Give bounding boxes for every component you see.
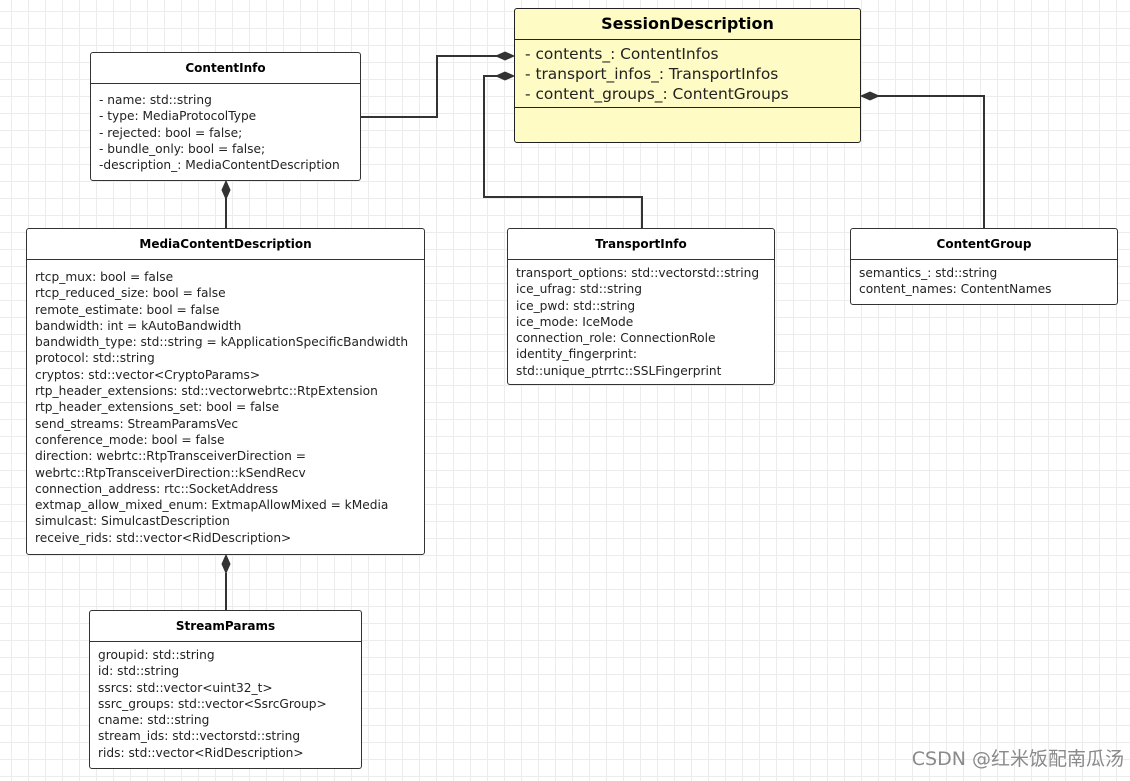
attribute: ssrc_groups: std::vector<SsrcGroup>	[98, 696, 327, 711]
attribute: - name: std::string	[99, 93, 212, 107]
class-content-group[interactable]: ContentGroup semantics_: std::string con…	[850, 228, 1118, 305]
attribute: connection_address: rtc::SocketAddress	[35, 481, 279, 496]
attribute: content_names: ContentNames	[859, 282, 1052, 297]
attribute: stream_ids: std::vectorstd::string	[98, 729, 301, 744]
attribute: cryptos: std::vector<CryptoParams>	[35, 367, 261, 382]
attribute: protocol: std::string	[35, 351, 155, 366]
attribute: ssrcs: std::vector<uint32_t>	[98, 680, 273, 695]
diamond-transport-icon	[494, 71, 516, 81]
attribute: webrtc::RtpTransceiverDirection::kSendRe…	[35, 465, 306, 480]
diamond-contentinfo-icon	[221, 179, 231, 201]
attribute: direction: webrtc::RtpTransceiverDirecti…	[35, 449, 306, 464]
attribute: ice_pwd: std::string	[516, 298, 636, 313]
attribute: rids: std::vector<RidDescription>	[98, 745, 304, 760]
class-name: StreamParams	[90, 611, 361, 642]
attribute: - contents_: ContentInfos	[525, 45, 719, 63]
class-name: TransportInfo	[508, 229, 774, 260]
class-name: SessionDescription	[515, 9, 860, 40]
attribute: simulcast: SimulcastDescription	[35, 514, 230, 529]
class-name: ContentInfo	[91, 53, 360, 84]
attribute: receive_rids: std::vector<RidDescription…	[35, 530, 292, 545]
attribute: - bundle_only: bool = false;	[99, 141, 266, 156]
link-contentinfo-session	[361, 55, 497, 118]
attribute: ice_mode: IceMode	[516, 314, 634, 329]
attribute: remote_estimate: bool = false	[35, 302, 220, 317]
attribute: semantics_: std::string	[859, 266, 998, 280]
attribute: id: std::string	[98, 664, 180, 679]
class-stream-params[interactable]: StreamParams groupid: std::string id: st…	[89, 610, 362, 769]
attribute: - transport_infos_: TransportInfos	[525, 65, 779, 83]
attribute-list: transport_options: std::vectorstd::strin…	[508, 260, 774, 379]
class-transport-info[interactable]: TransportInfo transport_options: std::ve…	[507, 228, 775, 385]
attribute-list: - contents_: ContentInfos - transport_in…	[515, 40, 860, 108]
attribute: ice_ufrag: std::string	[516, 282, 642, 297]
diamond-mediacontent-icon	[221, 553, 231, 575]
class-content-info[interactable]: ContentInfo - name: std::string - type: …	[90, 52, 361, 181]
attribute: std::unique_ptrrtc::SSLFingerprint	[516, 363, 722, 378]
attribute-list: rtcp_mux: bool = false rtcp_reduced_size…	[27, 260, 424, 546]
attribute: rtp_header_extensions: std::vectorwebrtc…	[35, 384, 378, 399]
attribute: extmap_allow_mixed_enum: ExtmapAllowMixe…	[35, 498, 389, 513]
attribute-list: - name: std::string - type: MediaProtoco…	[91, 84, 360, 173]
attribute-list: semantics_: std::string content_names: C…	[851, 260, 1117, 298]
attribute: -description_: MediaContentDescription	[99, 158, 340, 173]
diamond-contentgroups-icon	[859, 91, 881, 101]
attribute: conference_mode: bool = false	[35, 432, 225, 447]
attribute: connection_role: ConnectionRole	[516, 331, 716, 346]
attribute: transport_options: std::vectorstd::strin…	[516, 266, 760, 280]
attribute: groupid: std::string	[98, 648, 215, 662]
attribute: rtcp_mux: bool = false	[35, 270, 174, 284]
attribute: identity_fingerprint:	[516, 347, 637, 362]
attribute: - content_groups_: ContentGroups	[525, 85, 789, 103]
link-contentgroup-session	[878, 95, 985, 229]
attribute: bandwidth_type: std::string = kApplicati…	[35, 335, 409, 350]
diamond-contents-icon	[494, 51, 516, 61]
class-media-content-description[interactable]: MediaContentDescription rtcp_mux: bool =…	[26, 228, 425, 555]
attribute: - type: MediaProtocolType	[99, 109, 257, 124]
watermark-text: CSDN @红米饭配南瓜汤	[911, 748, 1124, 770]
attribute: - rejected: bool = false;	[99, 125, 243, 140]
attribute: send_streams: StreamParamsVec	[35, 416, 239, 431]
attribute: cname: std::string	[98, 713, 210, 728]
attribute: bandwidth: int = kAutoBandwidth	[35, 318, 242, 333]
attribute: rtcp_reduced_size: bool = false	[35, 286, 226, 301]
attribute: rtp_header_extensions_set: bool = false	[35, 400, 280, 415]
class-session-description[interactable]: SessionDescription - contents_: ContentI…	[514, 8, 861, 143]
attribute-list: groupid: std::string id: std::string ssr…	[90, 642, 361, 761]
class-name: ContentGroup	[851, 229, 1117, 260]
class-name: MediaContentDescription	[27, 229, 424, 260]
